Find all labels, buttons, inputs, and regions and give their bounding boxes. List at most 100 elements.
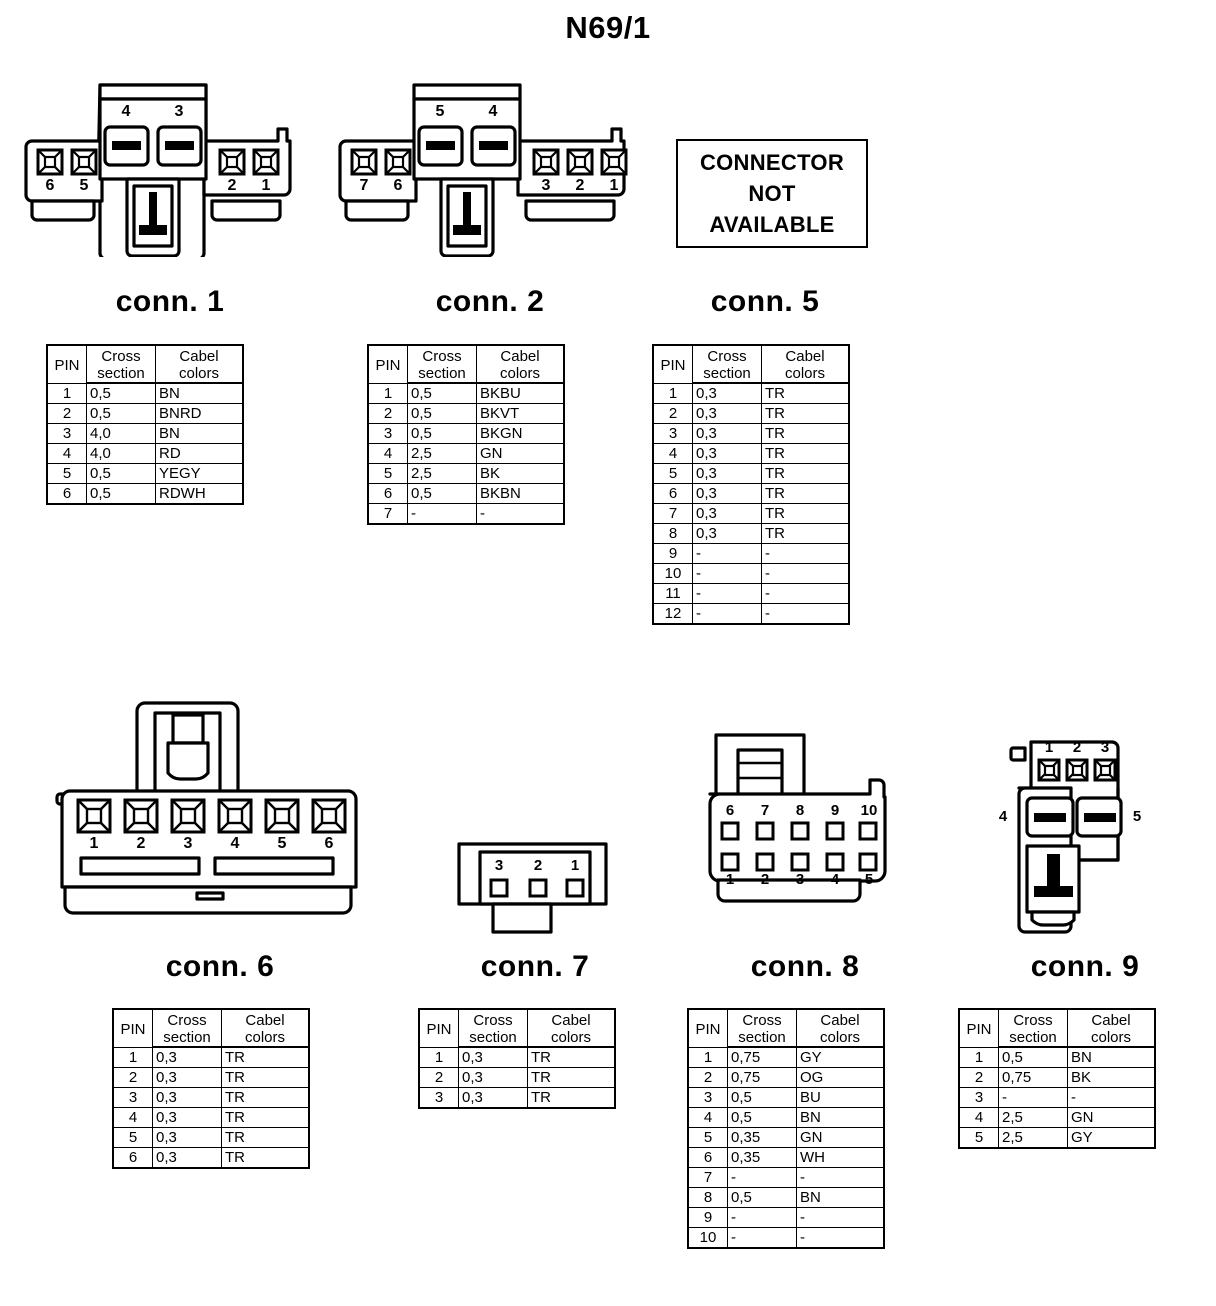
th-cross: Cross bbox=[152, 1008, 222, 1029]
cell-cabel-colors: TR bbox=[761, 483, 850, 504]
conn9-diagram: 1 2 3 4 5 bbox=[985, 730, 1165, 935]
cell-cabel-colors: TR bbox=[527, 1046, 616, 1068]
conn6-pin-label-1: 1 bbox=[89, 835, 99, 852]
cell-pin: 4 bbox=[652, 443, 693, 464]
cell-pin: 6 bbox=[112, 1147, 153, 1169]
cell-pin: 2 bbox=[367, 403, 408, 424]
cell-pin: 2 bbox=[112, 1067, 153, 1088]
cell-cross-section: 0,3 bbox=[152, 1107, 222, 1128]
cell-cabel-colors: TR bbox=[527, 1087, 616, 1109]
cell-pin: 2 bbox=[418, 1067, 459, 1088]
cell-pin: 11 bbox=[652, 583, 693, 604]
cell-pin: 4 bbox=[958, 1107, 999, 1128]
cell-cabel-colors: BKGN bbox=[476, 423, 565, 444]
cell-cabel-colors: GN bbox=[796, 1127, 885, 1148]
cell-cross-section: 0,3 bbox=[458, 1046, 528, 1068]
cell-cross-section: - bbox=[998, 1087, 1068, 1108]
conn8-svg bbox=[708, 733, 887, 903]
cell-pin: 2 bbox=[687, 1067, 728, 1088]
conn2-pin-label-4: 4 bbox=[488, 103, 498, 120]
cell-cross-section: 0,5 bbox=[86, 463, 156, 484]
cell-pin: 4 bbox=[367, 443, 408, 464]
conn6-diagram: 1 2 3 4 5 6 bbox=[35, 695, 395, 935]
cell-cross-section: 0,3 bbox=[692, 463, 762, 484]
cell-cabel-colors: BN bbox=[155, 382, 244, 404]
caption-conn-6: conn. 6 bbox=[165, 950, 275, 983]
cell-cross-section: 4,0 bbox=[86, 443, 156, 464]
cell-pin: 2 bbox=[46, 403, 87, 424]
cell-pin: 10 bbox=[652, 563, 693, 584]
th-cabel: Cabel bbox=[155, 344, 244, 365]
caption-conn-8: conn. 8 bbox=[750, 950, 860, 983]
conn9-pin-label-1: 1 bbox=[1044, 739, 1054, 756]
conn2-pin-label-1: 1 bbox=[609, 177, 619, 194]
cell-cabel-colors: TR bbox=[221, 1107, 310, 1128]
cell-cross-section: - bbox=[727, 1167, 797, 1188]
cell-cross-section: 0,5 bbox=[407, 382, 477, 404]
th-section: section bbox=[998, 1029, 1068, 1048]
cell-cabel-colors: TR bbox=[761, 463, 850, 484]
th-pin: PIN bbox=[687, 1008, 728, 1047]
cell-cross-section: 0,3 bbox=[692, 523, 762, 544]
cell-cabel-colors: TR bbox=[221, 1087, 310, 1108]
cna-line-3: AVAILABLE bbox=[709, 212, 835, 237]
cell-cabel-colors: GY bbox=[796, 1046, 885, 1068]
cell-cross-section: - bbox=[727, 1227, 797, 1249]
conn7-diagram: 3 2 1 bbox=[455, 840, 615, 940]
cell-cross-section: 0,5 bbox=[727, 1187, 797, 1208]
th-colors: colors bbox=[1067, 1029, 1156, 1048]
table-row: 10-- bbox=[687, 1227, 885, 1249]
cell-cabel-colors: - bbox=[796, 1207, 885, 1228]
th-colors: colors bbox=[527, 1029, 616, 1048]
cell-pin: 7 bbox=[367, 503, 408, 525]
cna-line-1: CONNECTOR bbox=[699, 150, 845, 175]
conn9-pin-label-4: 4 bbox=[998, 808, 1008, 825]
cell-cross-section: 0,35 bbox=[727, 1127, 797, 1148]
cell-cabel-colors: BK bbox=[1067, 1067, 1156, 1088]
cell-cabel-colors: - bbox=[761, 583, 850, 604]
conn8-pin-label-2: 2 bbox=[760, 871, 770, 888]
th-pin: PIN bbox=[958, 1008, 999, 1047]
cell-cross-section: - bbox=[727, 1207, 797, 1228]
cell-cabel-colors: TR bbox=[761, 403, 850, 424]
conn8-pin-label-6: 6 bbox=[725, 802, 735, 819]
cell-pin: 3 bbox=[687, 1087, 728, 1108]
conn8-diagram: 6 7 8 9 10 1 2 3 4 5 bbox=[700, 730, 900, 935]
table-row: 12-- bbox=[652, 603, 850, 625]
cell-cross-section: - bbox=[692, 603, 762, 625]
th-cabel: Cabel bbox=[796, 1008, 885, 1029]
conn6-pin-label-2: 2 bbox=[136, 835, 146, 852]
cell-pin: 1 bbox=[958, 1046, 999, 1068]
cell-cabel-colors: RD bbox=[155, 443, 244, 464]
caption-conn-1: conn. 1 bbox=[115, 285, 225, 318]
cell-cabel-colors: - bbox=[796, 1167, 885, 1188]
cell-cabel-colors: - bbox=[761, 563, 850, 584]
cell-cabel-colors: BKVT bbox=[476, 403, 565, 424]
cell-cross-section: 2,5 bbox=[998, 1127, 1068, 1149]
cell-pin: 4 bbox=[112, 1107, 153, 1128]
cell-cabel-colors: TR bbox=[761, 443, 850, 464]
cell-cross-section: 0,3 bbox=[692, 443, 762, 464]
cell-pin: 5 bbox=[46, 463, 87, 484]
cell-cabel-colors: BK bbox=[476, 463, 565, 484]
cell-pin: 5 bbox=[687, 1127, 728, 1148]
conn7-pin-label-2: 2 bbox=[533, 857, 543, 874]
